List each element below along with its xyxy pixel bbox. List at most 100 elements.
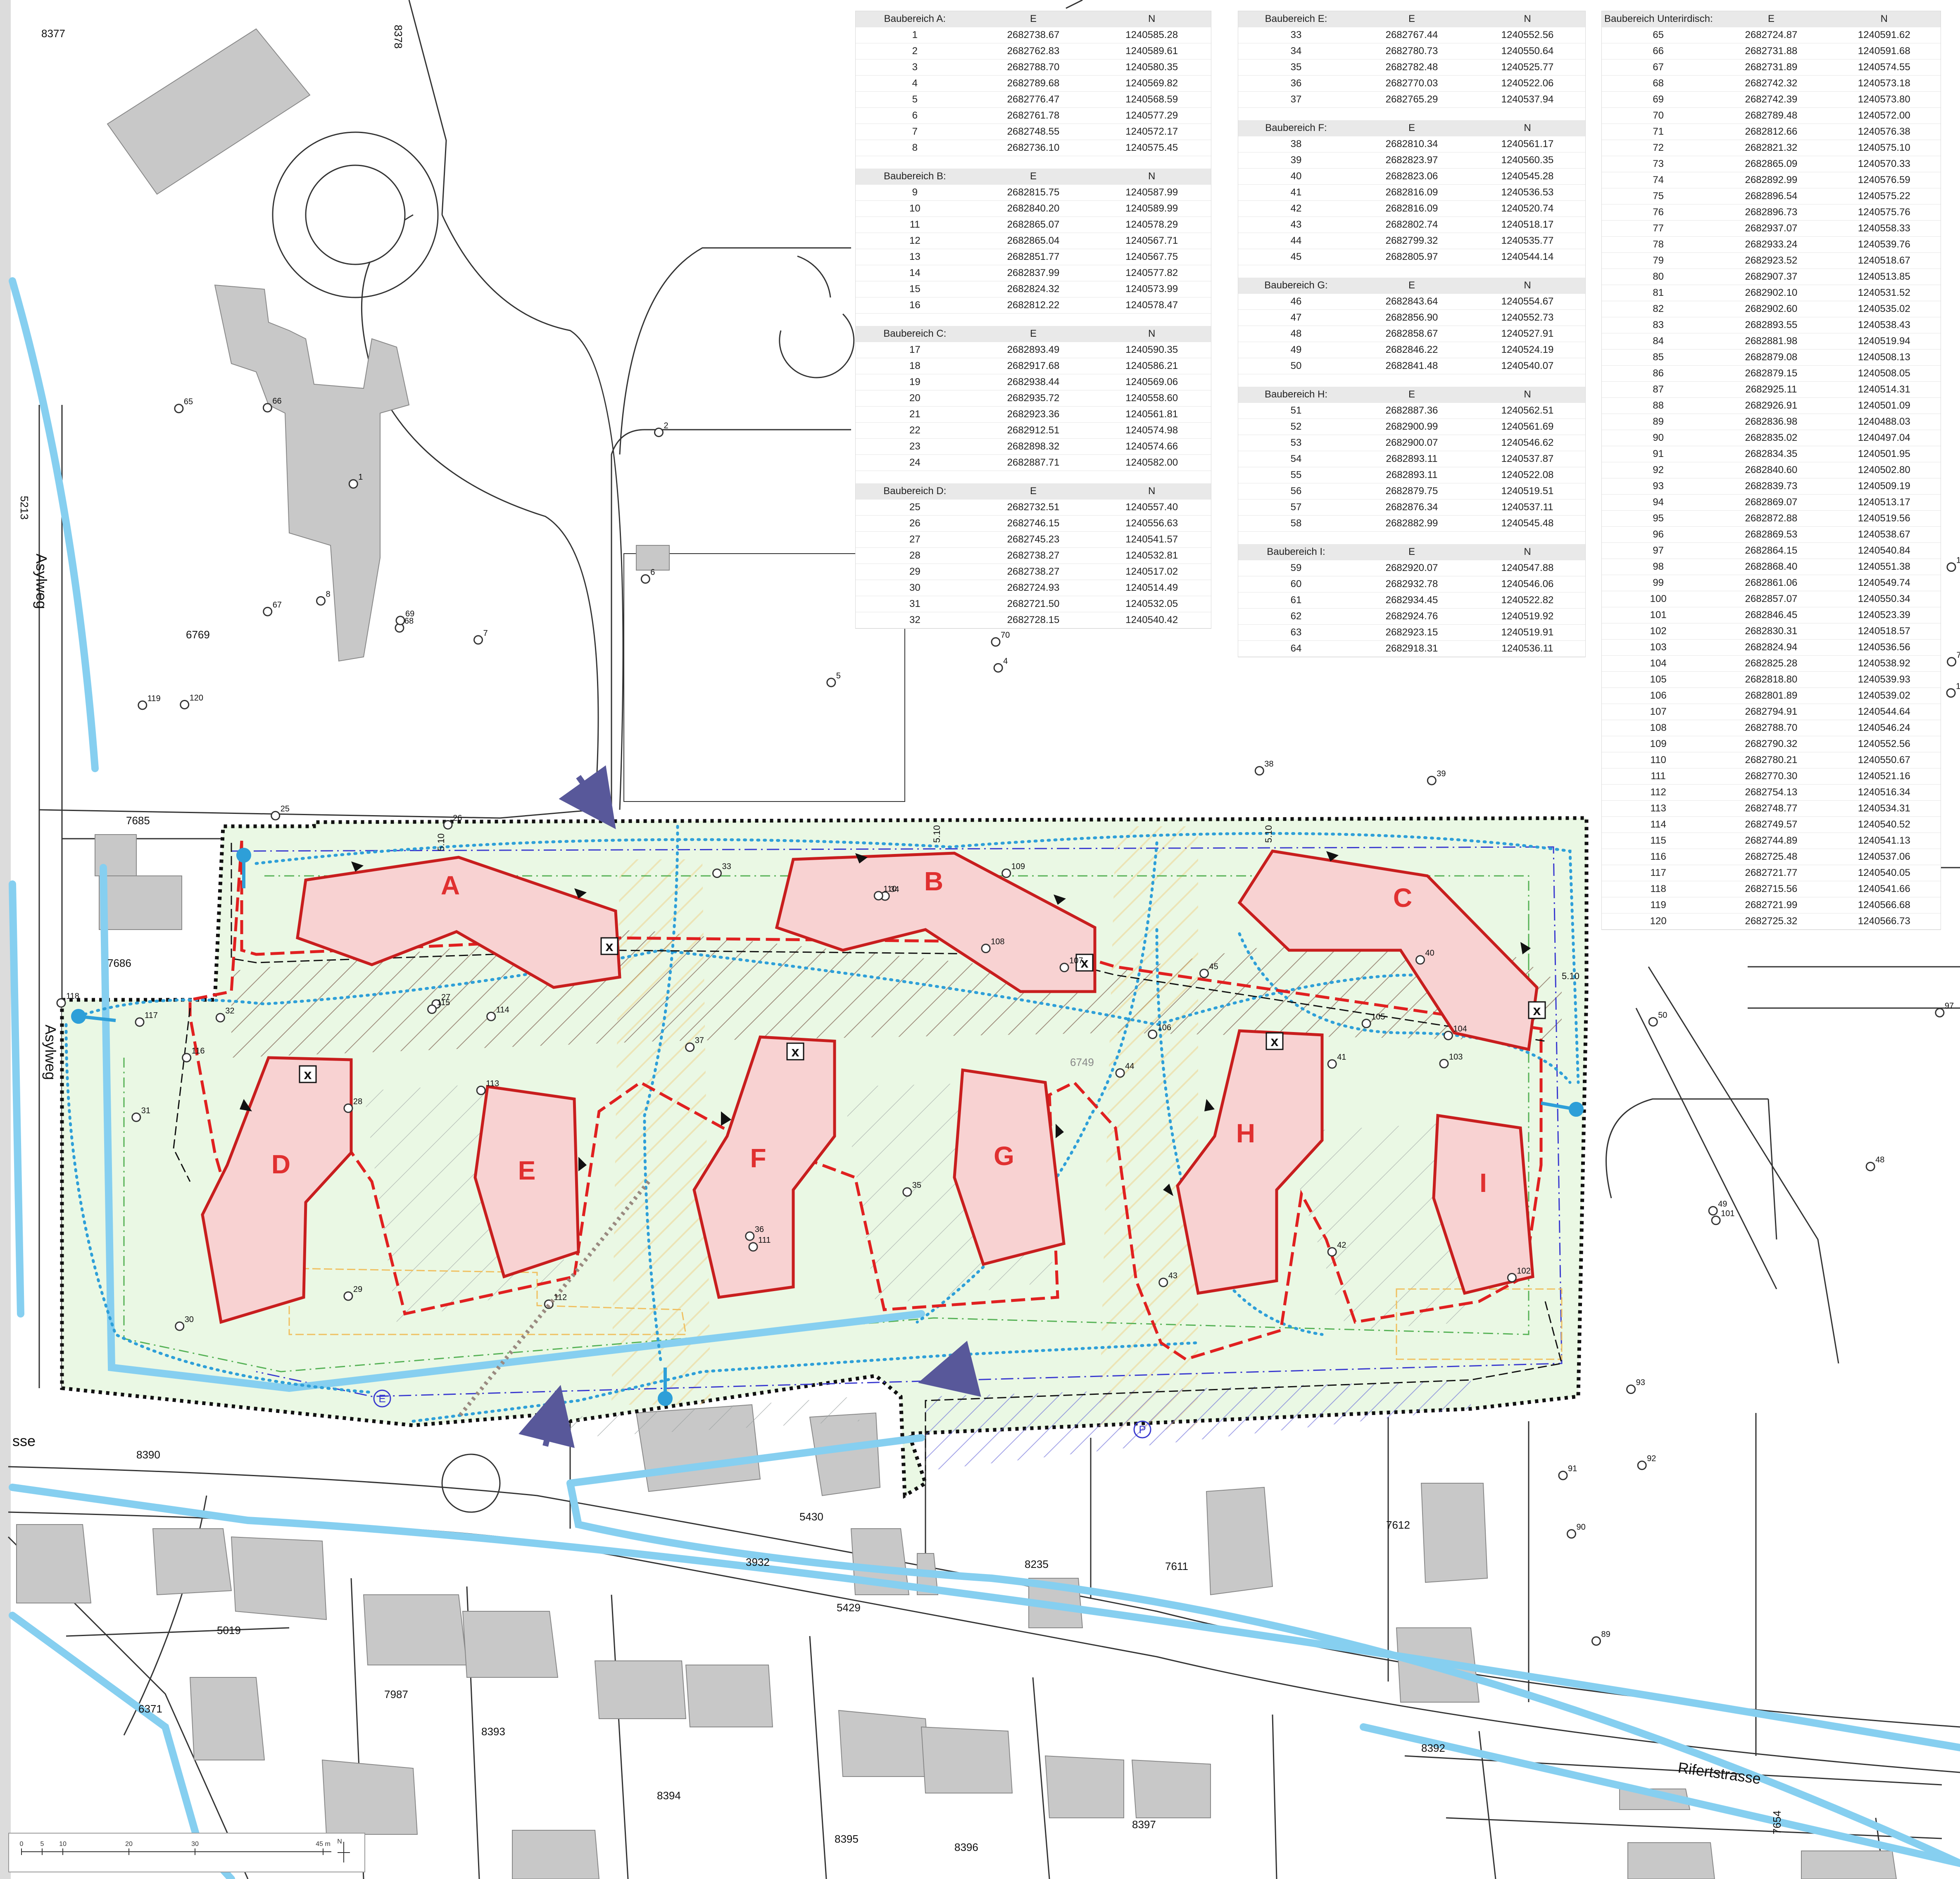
point-number-cell: 86 [1602,365,1715,382]
parcel-7686: 7686 [107,957,131,969]
scale-tick-0: 0 [20,1841,24,1848]
dim-label-2: 5.10 [932,825,942,843]
point-number-label: 7 [483,629,488,638]
point-number-label: 35 [912,1181,921,1190]
vertex-point [1254,766,1264,776]
easting-cell: 2682799.32 [1354,233,1470,249]
easting-cell: 2682893.11 [1354,451,1470,467]
header-cell: E [1354,387,1470,403]
northing-cell: 1240575.10 [1827,140,1941,156]
point-number-label: 110 [883,885,897,894]
scale-bar: 0 5 10 20 30 45 m N [8,1833,365,1872]
northing-cell: 1240550.34 [1827,591,1941,607]
easting-cell: 2682893.11 [1354,467,1470,483]
northing-cell: 1240538.43 [1827,317,1941,333]
easting-cell: 2682728.15 [974,612,1093,628]
table-gap [1238,265,1585,278]
easting-cell: 2682933.24 [1715,236,1828,253]
building-a [296,856,621,989]
easting-cell: 2682907.37 [1715,269,1828,285]
northing-cell: 1240574.66 [1092,438,1211,455]
point-number-cell: 52 [1238,419,1354,435]
northing-cell: 1240514.49 [1092,580,1211,596]
easting-cell: 2682892.99 [1715,172,1828,188]
point-number-cell: 61 [1238,592,1354,609]
northing-cell: 1240550.64 [1470,43,1585,59]
point-number-cell: 39 [1238,152,1354,169]
northing-cell: 1240578.47 [1092,297,1211,314]
point-number-cell: 91 [1602,446,1715,462]
point-number-cell: 51 [1238,402,1354,419]
header-cell: N [1470,120,1585,136]
point-number-label: 101 [1721,1209,1734,1218]
easting-cell: 2682721.77 [1715,865,1828,881]
easting-cell: 2682810.34 [1354,136,1470,152]
header-cell: E [974,11,1093,27]
easting-cell: 2682893.55 [1715,317,1828,333]
northing-cell: 1240539.93 [1827,671,1941,688]
vertex-point [56,998,66,1008]
easting-cell: 2682846.22 [1354,342,1470,358]
vertex-point [1567,1529,1576,1539]
point-number-cell: 32 [856,612,974,628]
easting-cell: 2682881.98 [1715,333,1828,350]
easting-cell: 2682935.72 [974,390,1093,407]
vertex-point [1935,1008,1945,1018]
label-e: E [518,1156,536,1185]
point-number-cell: 25 [856,499,974,516]
point-number-label: 109 [1011,862,1025,871]
vertex-point [1443,1030,1453,1040]
point-number-label: 117 [145,1011,158,1020]
point-number-cell: 49 [1238,342,1354,358]
point-number-label: 92 [1647,1454,1656,1463]
point-number-cell: 2 [856,43,974,59]
easting-cell: 2682920.07 [1354,560,1470,576]
label-a: A [441,871,460,900]
easting-cell: 2682857.07 [1715,591,1828,607]
easting-cell: 2682780.73 [1354,43,1470,59]
point-number-cell: 50 [1238,358,1354,374]
northing-cell: 1240517.02 [1092,564,1211,580]
northing-cell: 1240561.69 [1470,419,1585,435]
northing-cell: 1240540.52 [1827,816,1941,833]
point-number-label: 89 [1601,1630,1610,1639]
point-number-label: 27 [441,993,450,1002]
northing-cell: 1240538.67 [1827,526,1941,543]
vertex-point [395,616,405,626]
easting-cell: 2682721.99 [1715,897,1828,913]
table-gap [856,313,1211,326]
point-number-cell: 113 [1602,800,1715,817]
vertex-point [1708,1206,1718,1216]
vertex-point [1158,1277,1168,1287]
building-c [1237,849,1539,1051]
scale-bar-graphic: 0 5 10 20 30 45 m N [20,1838,350,1862]
easting-cell: 2682923.36 [974,406,1093,423]
northing-cell: 1240527.91 [1470,326,1585,342]
building-g [953,1068,1066,1266]
point-number-label: 102 [1517,1267,1530,1276]
parcel-8377: 8377 [41,27,65,40]
vertex-point [343,1103,353,1113]
parcel-8396: 8396 [954,1841,978,1853]
header-cell: Baubereich D: [856,483,974,499]
scale-tick-45: 45 m [316,1841,331,1848]
point-number-cell: 5 [856,91,974,108]
